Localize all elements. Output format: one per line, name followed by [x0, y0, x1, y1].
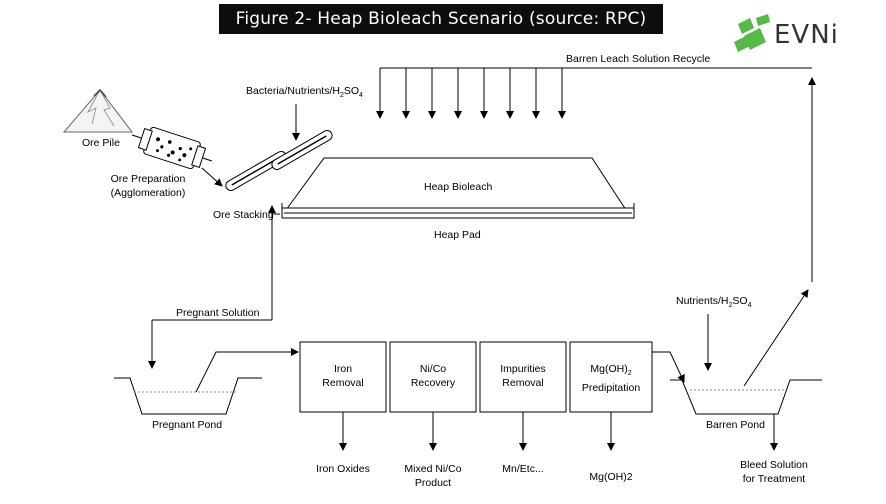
barren-pond-icon [670, 379, 822, 415]
pregnant-pond-label: Pregnant Pond [152, 419, 223, 431]
bleed-solution-label: Bleed Solution for Treatment [740, 459, 808, 485]
sprinkler-arrows [376, 68, 566, 119]
bacteria-label: Bacteria/Nutrients/H2SO4 [246, 85, 363, 100]
heap-pad-label: Heap Pad [434, 229, 481, 241]
heap-bioleach-label: Heap Bioleach [424, 181, 493, 193]
mgoh-precipitation-box: Mg(OH)2 Predipitation [581, 363, 641, 395]
ore-pile-label: Ore Pile [82, 137, 120, 149]
impurities-removal-box: Impurities Removal [500, 363, 546, 389]
heap-bioleach-icon [281, 157, 635, 219]
mn-etc-output: Mn/Etc... [502, 463, 544, 475]
ore-stacking-label: Ore Stacking [213, 209, 274, 221]
nutrients-label: Nutrients/H2SO4 [676, 295, 752, 310]
ore-stacker-conveyor-icon [225, 130, 333, 191]
iron-oxides-output: Iron Oxides [316, 463, 370, 475]
ore-prep-label: Ore Preparation (Agglomeration) [110, 173, 186, 199]
pregnant-solution-label: Pregnant Solution [176, 307, 260, 319]
nico-recovery-box: Ni/Co Recovery [410, 363, 456, 389]
barren-pond-label: Barren Pond [706, 419, 765, 431]
pregnant-pond-icon [114, 377, 262, 415]
iron-removal-box: Iron Removal [322, 363, 364, 389]
evni-logo-icon [734, 14, 770, 52]
barren-recycle-label: Barren Leach Solution Recycle [566, 53, 711, 65]
logo-text: EVNi [774, 20, 839, 50]
figure-title: Figure 2- Heap Bioleach Scenario (source… [219, 4, 663, 34]
ore-pile-icon [62, 88, 134, 133]
mgoh2-output: Mg(OH)2 [589, 471, 633, 483]
agglomeration-drum-icon [131, 126, 213, 170]
mixed-nico-output: Mixed Ni/Co Product [404, 463, 462, 489]
